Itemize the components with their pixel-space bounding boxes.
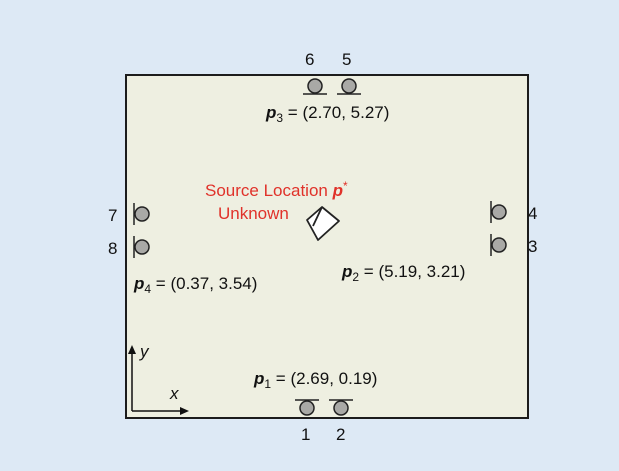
microphone-4-label: 4 <box>528 204 538 223</box>
position-p4-label: p4 = (0.37, 3.54) <box>134 274 258 296</box>
microphone-3-icon <box>490 234 507 256</box>
microphone-2-icon <box>329 399 353 416</box>
position-p2-label: p2 = (5.19, 3.21) <box>342 262 466 284</box>
source-unknown-label: Unknown <box>218 204 289 223</box>
loudspeaker-source-icon <box>306 206 340 241</box>
room-boundary <box>125 74 529 419</box>
microphone-1-icon <box>295 399 319 416</box>
microphone-3-label: 3 <box>528 237 538 256</box>
microphone-5-label: 5 <box>342 50 352 69</box>
microphone-4-icon <box>490 201 507 223</box>
coordinate-axes <box>128 345 189 415</box>
microphone-8-icon <box>133 236 150 258</box>
microphone-6-label: 6 <box>305 50 315 69</box>
y-axis-label: y <box>140 342 149 361</box>
microphone-1-label: 1 <box>301 425 311 444</box>
microphone-5-icon <box>337 78 361 95</box>
position-p1-label: p1 = (2.69, 0.19) <box>254 369 378 391</box>
microphone-7-label: 7 <box>108 206 118 225</box>
microphone-7-icon <box>133 203 150 225</box>
x-axis-label: x <box>170 384 179 403</box>
source-location-label: Source Location p* <box>205 179 348 200</box>
microphone-6-icon <box>303 78 327 95</box>
position-p3-label: p3 = (2.70, 5.27) <box>266 103 390 125</box>
microphone-8-label: 8 <box>108 239 118 258</box>
microphone-2-label: 2 <box>336 425 346 444</box>
